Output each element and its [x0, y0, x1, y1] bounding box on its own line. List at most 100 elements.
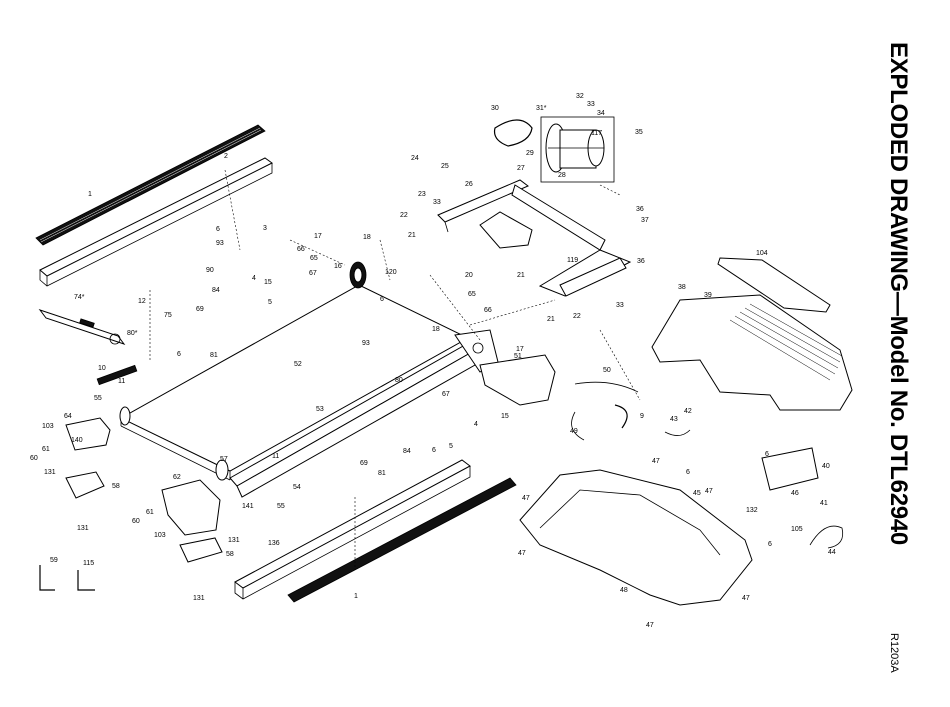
callout: 60: [30, 455, 38, 462]
callout: 6: [177, 351, 181, 358]
callout: 41: [820, 500, 828, 507]
callout: 53: [316, 406, 324, 413]
callout: 18: [363, 234, 371, 241]
wire-9: [614, 404, 628, 429]
callout: 1: [88, 191, 92, 198]
callout: 131: [44, 469, 56, 476]
callout: 11: [272, 453, 279, 460]
callout: 5: [268, 299, 272, 306]
callout: 47: [652, 458, 660, 465]
callout: 117: [591, 130, 602, 137]
callout: 66: [484, 307, 492, 314]
callout: 55: [94, 395, 102, 402]
part-104-panel: [717, 257, 831, 313]
end-cap-58-left: [65, 471, 105, 499]
callout: 16: [334, 263, 342, 270]
callout: 131: [193, 595, 205, 602]
callout: 38: [678, 284, 686, 291]
callout: 115: [83, 560, 94, 567]
motor-hood: [479, 354, 556, 406]
callout: 136: [268, 540, 280, 547]
callout: 81: [378, 470, 386, 477]
console-hood: [651, 294, 853, 411]
callout: 131: [77, 525, 89, 532]
callout: 62: [173, 474, 181, 481]
callout: 47: [705, 488, 713, 495]
callout: 31*: [536, 105, 547, 112]
side-rail-bottom-136: [234, 459, 471, 600]
callout: 6: [432, 447, 436, 454]
callout: 28: [558, 172, 566, 179]
callout: 21: [547, 316, 555, 323]
callout: 69: [196, 306, 204, 313]
callout: 120: [385, 269, 397, 276]
part-10-strip: [96, 364, 138, 386]
callout: 84: [212, 287, 220, 294]
callout: 26: [465, 181, 473, 188]
callout: 61: [42, 446, 50, 453]
callout: 132: [746, 507, 758, 514]
upright-frame: [437, 179, 632, 297]
callout: 67: [309, 270, 317, 277]
drive-belt: [493, 119, 533, 147]
part-59-rod: [39, 565, 55, 591]
frame-rail: [229, 329, 499, 498]
side-rail-bottom-1: [287, 477, 517, 603]
callout: 15: [501, 413, 509, 420]
callout: 10: [98, 365, 106, 372]
callout: 55: [277, 503, 285, 510]
callout: 75: [164, 312, 172, 319]
callout: 6: [686, 469, 690, 476]
callout: 104: [756, 250, 768, 257]
motor-assembly-box: [540, 116, 615, 183]
callout: 3: [263, 225, 267, 232]
callout: 44: [828, 549, 836, 556]
callout: 6: [768, 541, 772, 548]
callout: 47: [646, 622, 654, 629]
callout: 58: [226, 551, 234, 558]
callout: 4: [252, 275, 256, 282]
part-115-rod: [77, 570, 95, 591]
callout: 21: [517, 272, 525, 279]
callout: 58: [112, 483, 120, 490]
callout: 36: [636, 206, 644, 213]
callout: 43: [670, 416, 678, 423]
callout: 66: [297, 246, 305, 253]
callout: 39: [704, 292, 712, 299]
rail-channel-top: [39, 157, 273, 287]
wire-43: [664, 429, 691, 436]
callout: 34: [597, 110, 605, 117]
callout: 81: [210, 352, 218, 359]
end-cap-58-bottom: [179, 537, 223, 563]
callout: 67: [442, 391, 450, 398]
end-cap-64: [65, 417, 111, 451]
callout: 49: [570, 428, 578, 435]
callout: 23: [418, 191, 426, 198]
callout: 11: [118, 378, 125, 385]
callout: 54: [293, 484, 301, 491]
callout: 24: [411, 155, 419, 162]
callout: 47: [522, 495, 530, 502]
label-strip: [38, 309, 126, 345]
callout: 37: [641, 217, 649, 224]
callout: 103: [42, 423, 54, 430]
callout: 1: [354, 593, 358, 600]
callout: 5: [449, 443, 453, 450]
wire-49: [571, 411, 585, 441]
callout: 131: [228, 537, 240, 544]
side-rail-top: [35, 124, 266, 246]
callout: 93: [362, 340, 370, 347]
callout: 61: [146, 509, 154, 516]
callout: 12: [138, 298, 146, 305]
callout: 119: [567, 257, 578, 264]
callout: 22: [573, 313, 581, 320]
callout: 22: [400, 212, 408, 219]
callout: 140: [71, 437, 83, 444]
wire-harness-50: [574, 381, 639, 393]
callout: 80: [395, 377, 403, 384]
controller-board: [761, 447, 819, 491]
callout: 51: [514, 353, 522, 360]
callout: 33: [433, 199, 441, 206]
callout-labels: 1 1 2 3 4 4 5 5 6 6 6 6 6 6 6 9 10 11 11…: [30, 93, 836, 629]
